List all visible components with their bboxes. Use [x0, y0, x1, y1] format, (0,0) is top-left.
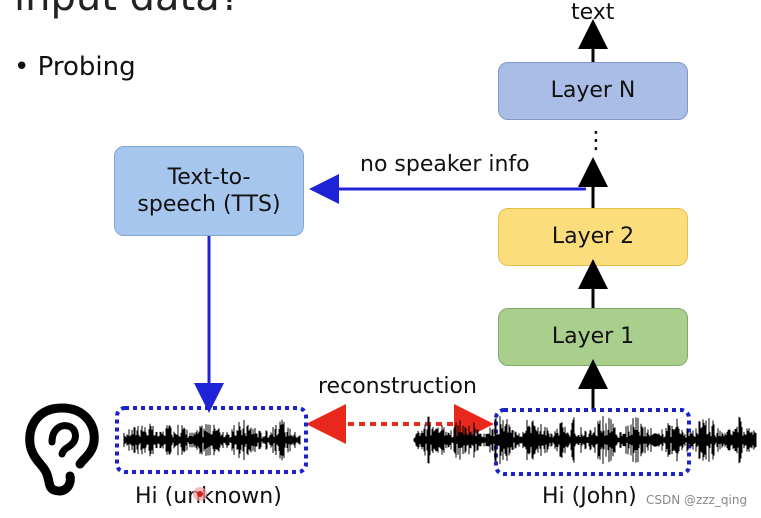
layer-1-label: Layer 1	[551, 324, 635, 350]
no-speaker-info-label: no speaker info	[360, 152, 530, 177]
tts-label-line1: Text-to-	[167, 164, 251, 190]
right-audio-dashed-box	[494, 408, 691, 476]
layer-ellipsis: ⋮	[584, 126, 608, 154]
layer-n-box: Layer N	[498, 62, 688, 120]
bullet-text: Probing	[37, 52, 136, 82]
left-caption-part-a: Hi (u	[135, 484, 188, 509]
layer-1-box: Layer 1	[498, 308, 688, 366]
tts-box: Text-to- speech (TTS)	[114, 146, 304, 236]
left-waveform	[123, 419, 301, 461]
watermark: CSDN @zzz_qing	[646, 493, 748, 507]
slide-title-partial: input data?	[14, 0, 241, 20]
layer-2-box: Layer 2	[498, 208, 688, 266]
tts-label-line2: speech (TTS)	[137, 192, 281, 217]
reconstruction-label: reconstruction	[318, 374, 477, 399]
layer-n-label: Layer N	[550, 78, 636, 104]
ear-icon	[25, 403, 99, 496]
cursor-dot-icon	[193, 487, 207, 501]
layer-2-label: Layer 2	[551, 224, 635, 250]
bullet-probing: • Probing	[14, 52, 136, 82]
left-audio-dashed-box	[115, 406, 308, 474]
right-waveform	[413, 416, 757, 464]
right-audio-caption: Hi (John)	[542, 484, 637, 509]
